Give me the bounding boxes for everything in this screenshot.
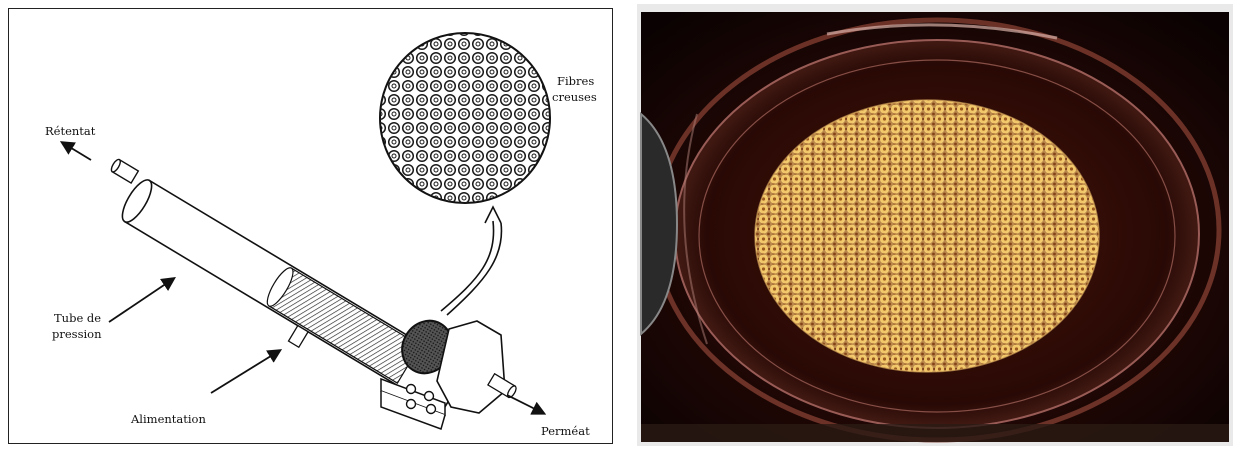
- label-tube-line2: pression: [52, 327, 102, 341]
- label-alimentation: Alimentation: [130, 412, 206, 426]
- label-fibres-line1: Fibres: [557, 74, 594, 88]
- permeat-arrow-icon: [507, 395, 543, 413]
- diagram-canvas: Rétentat Fibres creuses Tube de pression…: [9, 9, 612, 443]
- retentat-arrow-icon: [63, 143, 91, 160]
- label-retentat: Rétentat: [45, 124, 96, 138]
- tube-pointer-arrow-icon: [109, 279, 173, 322]
- hollow-fiber-module-diagram: Rétentat Fibres creuses Tube de pression…: [8, 8, 613, 444]
- hollow-fiber-photo: [637, 4, 1233, 446]
- label-tube-line1: Tube de: [54, 311, 101, 325]
- label-permeat: Perméat: [541, 424, 590, 438]
- photo-canvas: [637, 4, 1233, 446]
- label-fibres-line2: creuses: [552, 90, 597, 104]
- fiber-cross-section-magnified: [379, 33, 551, 203]
- curved-arrow-icon: [441, 221, 494, 311]
- alimentation-arrow-icon: [211, 351, 279, 393]
